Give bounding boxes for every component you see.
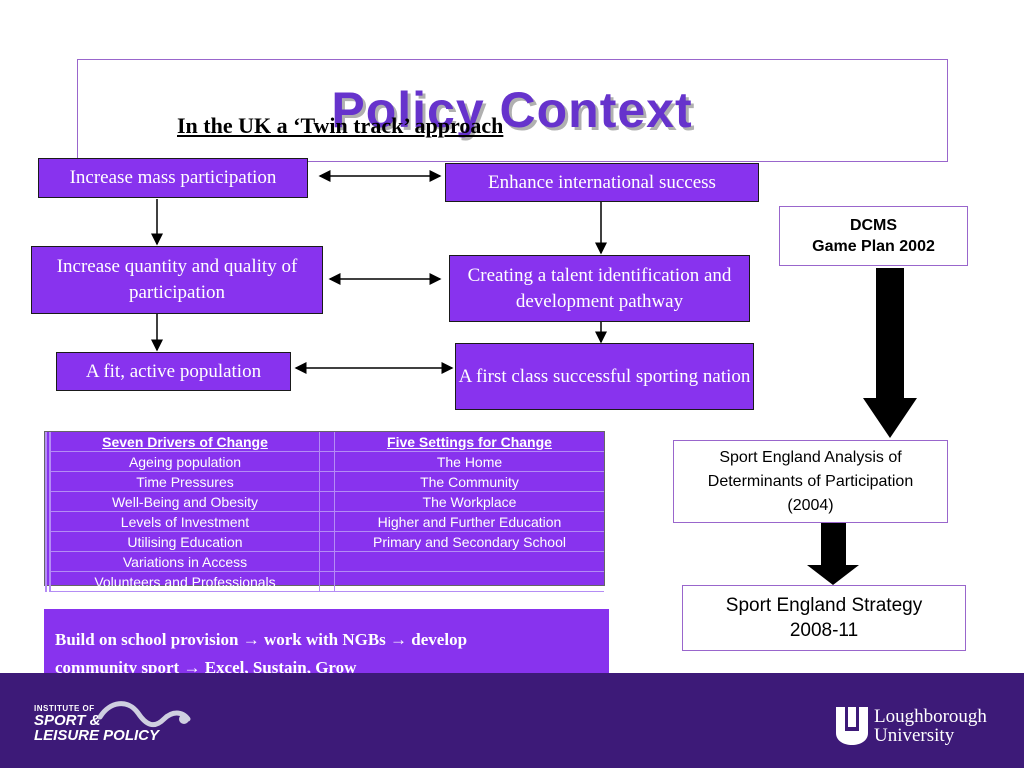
build-line2: community sport → Excel, Sustain, Grow (55, 658, 357, 677)
analysis-box: Sport England Analysis of Determinants o… (673, 440, 948, 523)
table-gap (319, 551, 335, 572)
isslp-line3: LEISURE POLICY (34, 727, 160, 744)
box-quantity-quality: Increase quantity and quality of partici… (31, 246, 323, 314)
table-gap (319, 451, 335, 472)
table-cell-driver: Levels of Investment (45, 511, 320, 532)
block-arrow-2 (807, 522, 859, 585)
table-header-drivers: Seven Drivers of Change (45, 432, 320, 452)
box-international-success: Enhance international success (445, 163, 759, 202)
table-row: Time Pressures The Community (45, 471, 604, 492)
table-row: Volunteers and Professionals (45, 571, 604, 592)
loughborough-crest-icon (836, 707, 868, 745)
table-cell-setting (334, 571, 604, 592)
swoosh-icon (98, 701, 191, 728)
table-row: Well-Being and Obesity The Workplace (45, 491, 604, 512)
table-header-settings: Five Settings for Change (334, 432, 604, 452)
dcms-line2: Game Plan 2002 (812, 238, 935, 255)
table-row: Utilising Education Primary and Secondary… (45, 531, 604, 552)
table-gap (319, 531, 335, 552)
dcms-line1: DCMS (849, 217, 898, 234)
table-row: Ageing population The Home (45, 451, 604, 472)
loughborough-wordmark: Loughborough University (874, 707, 987, 745)
footer: INSTITUTE OF SPORT & LEISURE POLICY Loug… (0, 673, 1024, 768)
box-sporting-nation: A first class successful sporting nation (455, 343, 754, 410)
loughborough-line1: Loughborough (874, 706, 987, 727)
box-fit-active: A fit, active population (56, 352, 291, 391)
table-gap (319, 432, 335, 452)
table-gap (319, 491, 335, 512)
box-talent-pathway: Creating a talent identification and dev… (449, 255, 750, 322)
table-cell-driver: Time Pressures (45, 471, 320, 492)
page-title: Policy Context (331, 82, 693, 138)
strategy-box: Sport England Strategy 2008-11 (682, 585, 966, 651)
box-mass-participation: Increase mass participation (38, 158, 308, 198)
table-cell-setting: The Community (334, 471, 604, 492)
drivers-settings-table: Seven Drivers of Change Five Settings for… (44, 431, 605, 592)
table-gap (319, 471, 335, 492)
table-cell-setting: The Workplace (334, 491, 604, 512)
loughborough-line2: University (874, 725, 955, 746)
table-gap (319, 511, 335, 532)
table-cell-setting: Higher and Further Education (334, 511, 604, 532)
strategy-text: Sport England Strategy 2008-11 (725, 595, 923, 641)
isslp-line1: INSTITUTE OF (34, 704, 95, 713)
title-frame (77, 59, 948, 162)
table-gap (319, 571, 335, 592)
analysis-text: Sport England Analysis of Determinants o… (707, 448, 914, 514)
build-line1: Build on school provision → work with NG… (55, 630, 468, 649)
block-arrow-1 (863, 268, 917, 438)
subtitle: In the UK a ‘Twin track’ approach (177, 113, 504, 138)
table-row: Variations in Access (45, 551, 604, 572)
table-cell-driver: Volunteers and Professionals (45, 571, 320, 592)
table-cell-driver: Ageing population (45, 451, 320, 472)
dcms-box: DCMS Game Plan 2002 (779, 206, 968, 266)
table-cell-setting (334, 551, 604, 572)
table-cell-setting: Primary and Secondary School (334, 531, 604, 552)
table-cell-driver: Variations in Access (45, 551, 320, 572)
table-header-row: Seven Drivers of Change Five Settings for… (45, 432, 604, 452)
table-row: Levels of Investment Higher and Further E… (45, 511, 604, 532)
table-cell-driver: Well-Being and Obesity (45, 491, 320, 512)
table-cell-driver: Utilising Education (45, 531, 320, 552)
table-cell-setting: The Home (334, 451, 604, 472)
isslp-line2: SPORT & (34, 712, 101, 729)
isslp-logo: INSTITUTE OF SPORT & LEISURE POLICY (34, 704, 159, 743)
